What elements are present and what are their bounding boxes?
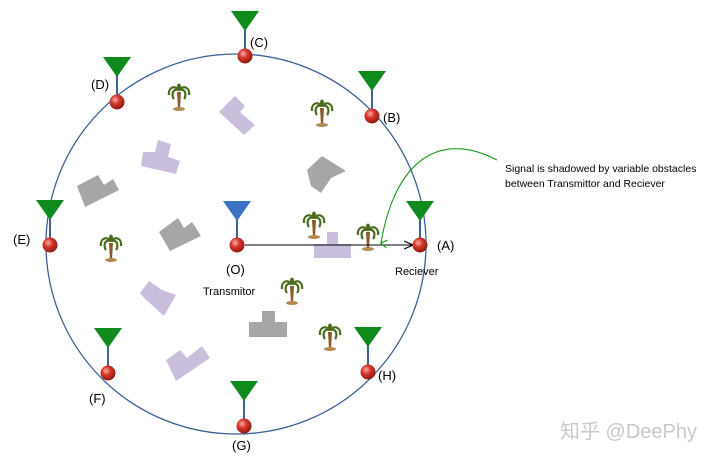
antenna-icon xyxy=(230,381,258,401)
node-e xyxy=(36,200,64,253)
antenna-icon xyxy=(358,71,386,91)
node-marker xyxy=(109,94,125,110)
annotation: Signal is shadowed by variable obstacles… xyxy=(505,163,696,190)
node-d xyxy=(103,57,131,110)
node-marker xyxy=(364,108,380,124)
node-marker xyxy=(360,364,376,380)
node-label-h: (H) xyxy=(378,368,396,383)
node-b xyxy=(358,71,386,124)
antenna-icon xyxy=(94,328,122,348)
antenna-icon xyxy=(103,57,131,77)
palm-tree-icon xyxy=(167,83,191,111)
node-label-c: (C) xyxy=(250,35,268,50)
node-marker xyxy=(100,365,116,381)
node-label-b: (B) xyxy=(383,110,400,125)
antenna-icon xyxy=(231,11,259,31)
labels: (A) (B) (C) (D) (E) (F) (G) (H) (O) Tran… xyxy=(13,35,454,453)
obstacle-block-icon xyxy=(166,346,210,381)
obstacle-block-icon xyxy=(249,311,287,337)
obstacle-block-icon xyxy=(140,281,176,316)
obstacle-block-icon xyxy=(77,175,119,207)
antenna-icon xyxy=(36,200,64,220)
node-label-e: (E) xyxy=(13,232,30,247)
node-f xyxy=(94,328,122,381)
transmitter-node xyxy=(223,201,251,253)
annotation-pointer-arrow xyxy=(379,148,498,249)
node-label-g: (G) xyxy=(232,438,251,453)
receiver-nodes xyxy=(36,11,434,434)
node-h xyxy=(354,327,382,380)
obstacle-block-icon xyxy=(219,96,255,135)
node-marker xyxy=(236,418,252,434)
node-label-d: (D) xyxy=(91,77,109,92)
transmitter-name: Transmitor xyxy=(203,286,255,298)
node-marker xyxy=(412,237,428,253)
obstacles-gray xyxy=(77,156,346,337)
palm-tree-icon xyxy=(356,223,380,251)
node-label-f: (F) xyxy=(89,391,106,406)
palm-trees xyxy=(99,83,380,351)
watermark: 知乎 @DeePhy xyxy=(560,420,697,443)
obstacle-block-icon xyxy=(159,218,201,251)
receiver-name: Reciever xyxy=(395,266,439,278)
node-marker xyxy=(42,237,58,253)
annotation-line-2: between Transmittor and Reciever xyxy=(505,178,665,190)
node-c xyxy=(231,11,259,64)
annotation-line-1: Signal is shadowed by variable obstacles xyxy=(505,163,696,175)
node-g xyxy=(230,381,258,434)
antenna-icon xyxy=(406,201,434,221)
antenna-icon xyxy=(223,201,251,221)
node-a xyxy=(406,201,434,253)
palm-tree-icon xyxy=(280,277,304,305)
palm-tree-icon xyxy=(99,234,123,262)
node-marker xyxy=(229,237,245,253)
node-label-a: (A) xyxy=(437,238,454,253)
palm-tree-icon xyxy=(302,211,326,239)
antenna-icon xyxy=(354,327,382,347)
transmitter-label: (O) xyxy=(226,262,245,277)
obstacle-block-icon xyxy=(307,156,346,193)
node-marker xyxy=(237,48,253,64)
obstacle-block-icon xyxy=(141,140,180,174)
palm-tree-icon xyxy=(310,99,334,127)
palm-tree-icon xyxy=(318,323,342,351)
